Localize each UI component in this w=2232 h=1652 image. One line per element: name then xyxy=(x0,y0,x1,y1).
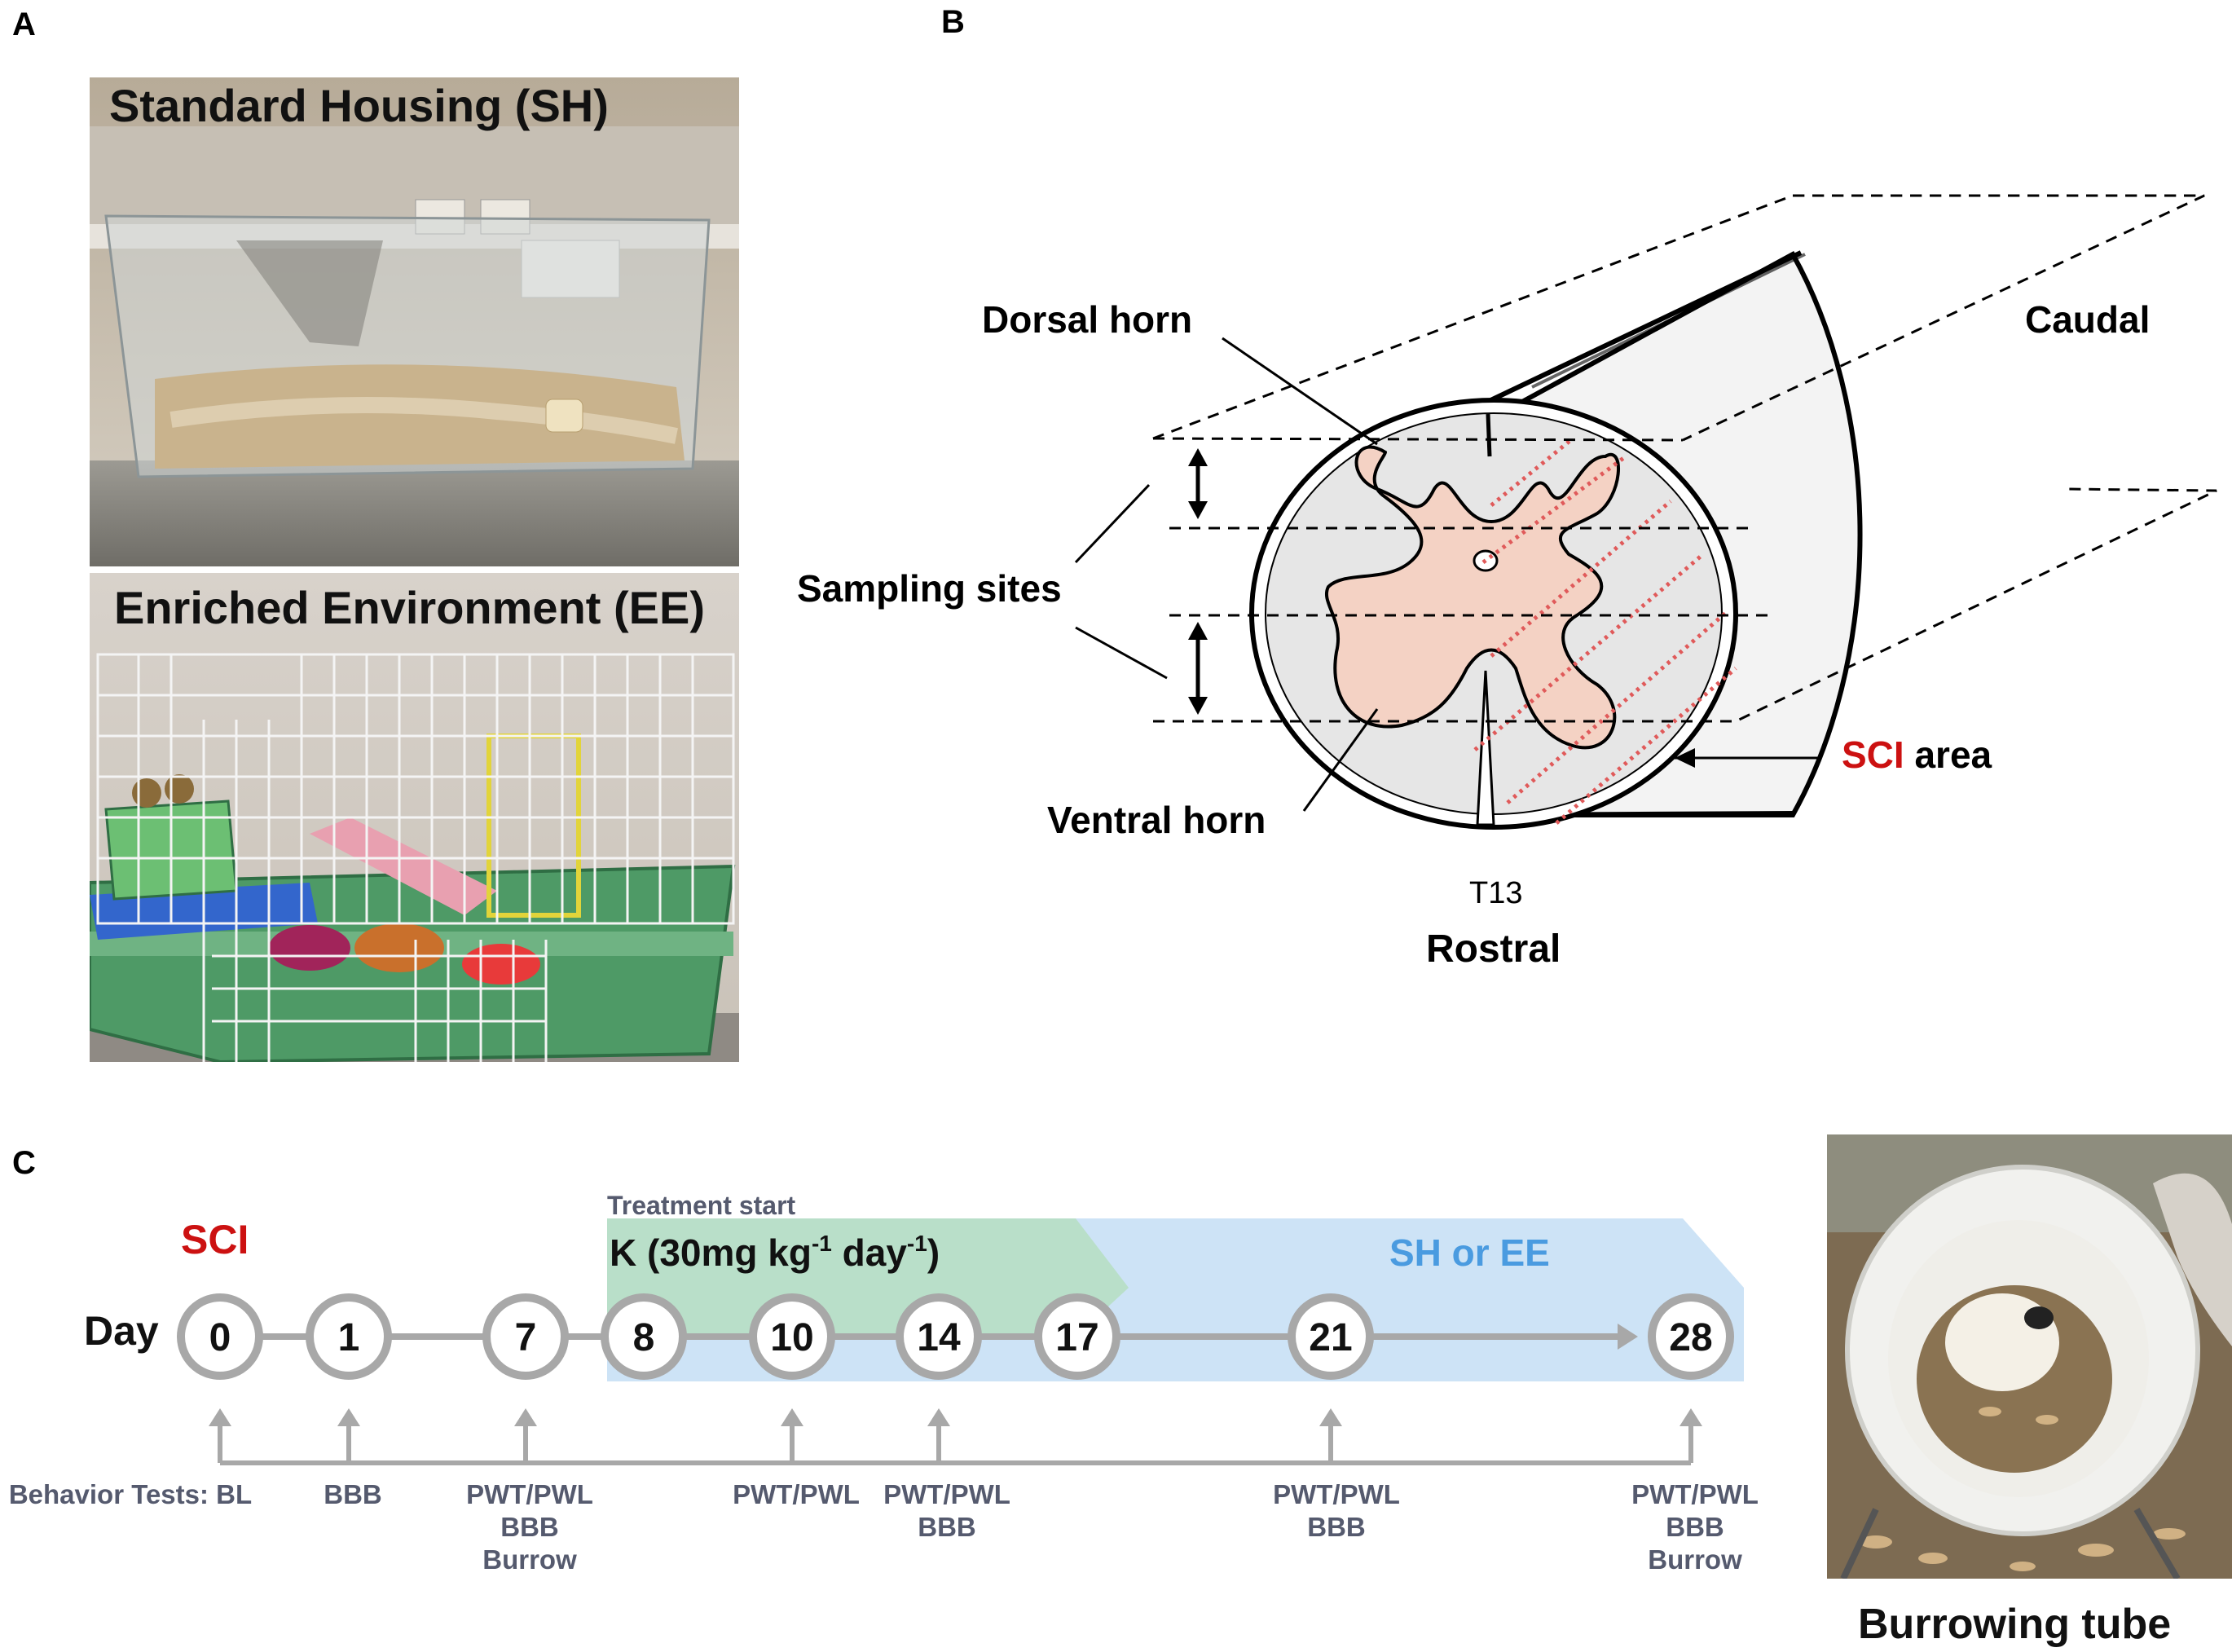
test-arrow-head xyxy=(1680,1408,1702,1426)
ventral-fissure xyxy=(1476,670,1495,826)
sampling-planes xyxy=(1152,194,2217,723)
dorsal-horn-pointer xyxy=(1222,337,1378,446)
burrowing-tube-image xyxy=(1827,1134,2232,1579)
test-label: PWT/PWL xyxy=(466,1479,593,1509)
day-number-14: 14 xyxy=(917,1316,961,1359)
timeline-arrowhead xyxy=(1618,1324,1638,1350)
dorsal-horn-label: Dorsal horn xyxy=(982,298,1192,341)
day-circle-7 xyxy=(482,1293,569,1380)
day-circle-1 xyxy=(306,1293,392,1380)
sci-label: SCI xyxy=(181,1217,249,1262)
test-arrow-head xyxy=(337,1408,360,1426)
day-number-0: 0 xyxy=(209,1316,231,1359)
burrowing-tube-label: Burrowing tube xyxy=(1858,1601,2172,1648)
rostral-label: Rostral xyxy=(1426,927,1561,971)
sampling-sites-label: Sampling sites xyxy=(797,567,1062,610)
day-number-8: 8 xyxy=(633,1316,655,1359)
day-number-7: 7 xyxy=(515,1316,537,1359)
test-label: BBB xyxy=(324,1479,382,1509)
test-label: PWT/PWL xyxy=(883,1479,1010,1509)
day-number-1: 1 xyxy=(338,1316,360,1359)
test-arrows xyxy=(209,1408,1702,1463)
treatment-dose-sup2: -1 xyxy=(907,1231,927,1256)
day-circle-14 xyxy=(896,1293,982,1380)
test-label: BBB xyxy=(1307,1512,1366,1542)
treatment-start-label: Treatment start xyxy=(607,1191,796,1220)
treatment-dose-day: day xyxy=(832,1231,907,1274)
sampling-sites-pointer-bottom xyxy=(1075,626,1168,680)
treatment-band xyxy=(607,1218,1129,1337)
test-arrow-head xyxy=(209,1408,231,1426)
standard-housing-image xyxy=(90,77,739,566)
test-label: PWT/PWL xyxy=(1273,1479,1400,1509)
sci-area-label: SCI area xyxy=(1842,733,1992,776)
test-arrow-head xyxy=(927,1408,950,1426)
panel-c-letter: C xyxy=(12,1145,36,1181)
enriched-environment-title: Enriched Environment (EE) xyxy=(114,582,705,633)
sci-area-red: SCI xyxy=(1842,733,1904,776)
day-circle-10 xyxy=(749,1293,835,1380)
day-circle-17 xyxy=(1034,1293,1120,1380)
standard-housing-title: Standard Housing (SH) xyxy=(109,80,609,131)
day-number-21: 21 xyxy=(1309,1316,1352,1359)
day-number-10: 10 xyxy=(770,1316,813,1359)
day-number-28: 28 xyxy=(1669,1316,1712,1359)
test-label: Behavior Tests: BL xyxy=(9,1479,252,1509)
day-circle-8 xyxy=(601,1293,687,1380)
burrowing-tube-photo xyxy=(1827,1134,2232,1579)
caudal-label: Caudal xyxy=(2025,298,2150,341)
panel-b-letter: B xyxy=(941,4,965,40)
sci-area-word: area xyxy=(1904,733,1992,776)
standard-housing-photo: Standard Housing (SH) xyxy=(90,77,739,566)
test-label: Burrow xyxy=(1648,1544,1742,1575)
test-arrow-head xyxy=(1319,1408,1342,1426)
test-label: BBB xyxy=(918,1512,976,1542)
sampling-sites-pointer-top xyxy=(1074,483,1151,564)
day-circle-21 xyxy=(1288,1293,1374,1380)
spinal-cord-diagram: Dorsal horn Caudal Sampling sites Ventra… xyxy=(797,194,2217,971)
test-label: PWT/PWL xyxy=(733,1479,860,1509)
t13-label: T13 xyxy=(1469,876,1522,910)
enriched-environment-image xyxy=(90,573,739,1062)
test-arrow-head xyxy=(781,1408,803,1426)
day-number-17: 17 xyxy=(1055,1316,1098,1359)
day-circle-28 xyxy=(1648,1293,1734,1380)
treatment-dose-main: K (30mg kg xyxy=(610,1231,812,1274)
test-label: BBB xyxy=(500,1512,559,1542)
ventral-horn-pointer xyxy=(1302,708,1379,812)
day-label: Day xyxy=(84,1308,159,1354)
ventral-horn-label: Ventral horn xyxy=(1047,799,1266,841)
test-label: BBB xyxy=(1666,1512,1724,1542)
treatment-dose-close: ) xyxy=(927,1231,940,1274)
panel-a-letter: A xyxy=(12,7,36,42)
enriched-environment-photo: Enriched Environment (EE) xyxy=(90,573,739,1062)
treatment-dose-label: K (30mg kg-1 day-1) xyxy=(610,1231,940,1274)
treatment-dose-sup1: -1 xyxy=(812,1231,832,1256)
test-arrow-head xyxy=(514,1408,537,1426)
grey-matter-horns xyxy=(1325,445,1620,750)
sh-or-ee-label: SH or EE xyxy=(1389,1231,1550,1274)
test-label: Burrow xyxy=(482,1544,577,1575)
day-circle-0 xyxy=(177,1293,263,1380)
test-label: PWT/PWL xyxy=(1631,1479,1759,1509)
